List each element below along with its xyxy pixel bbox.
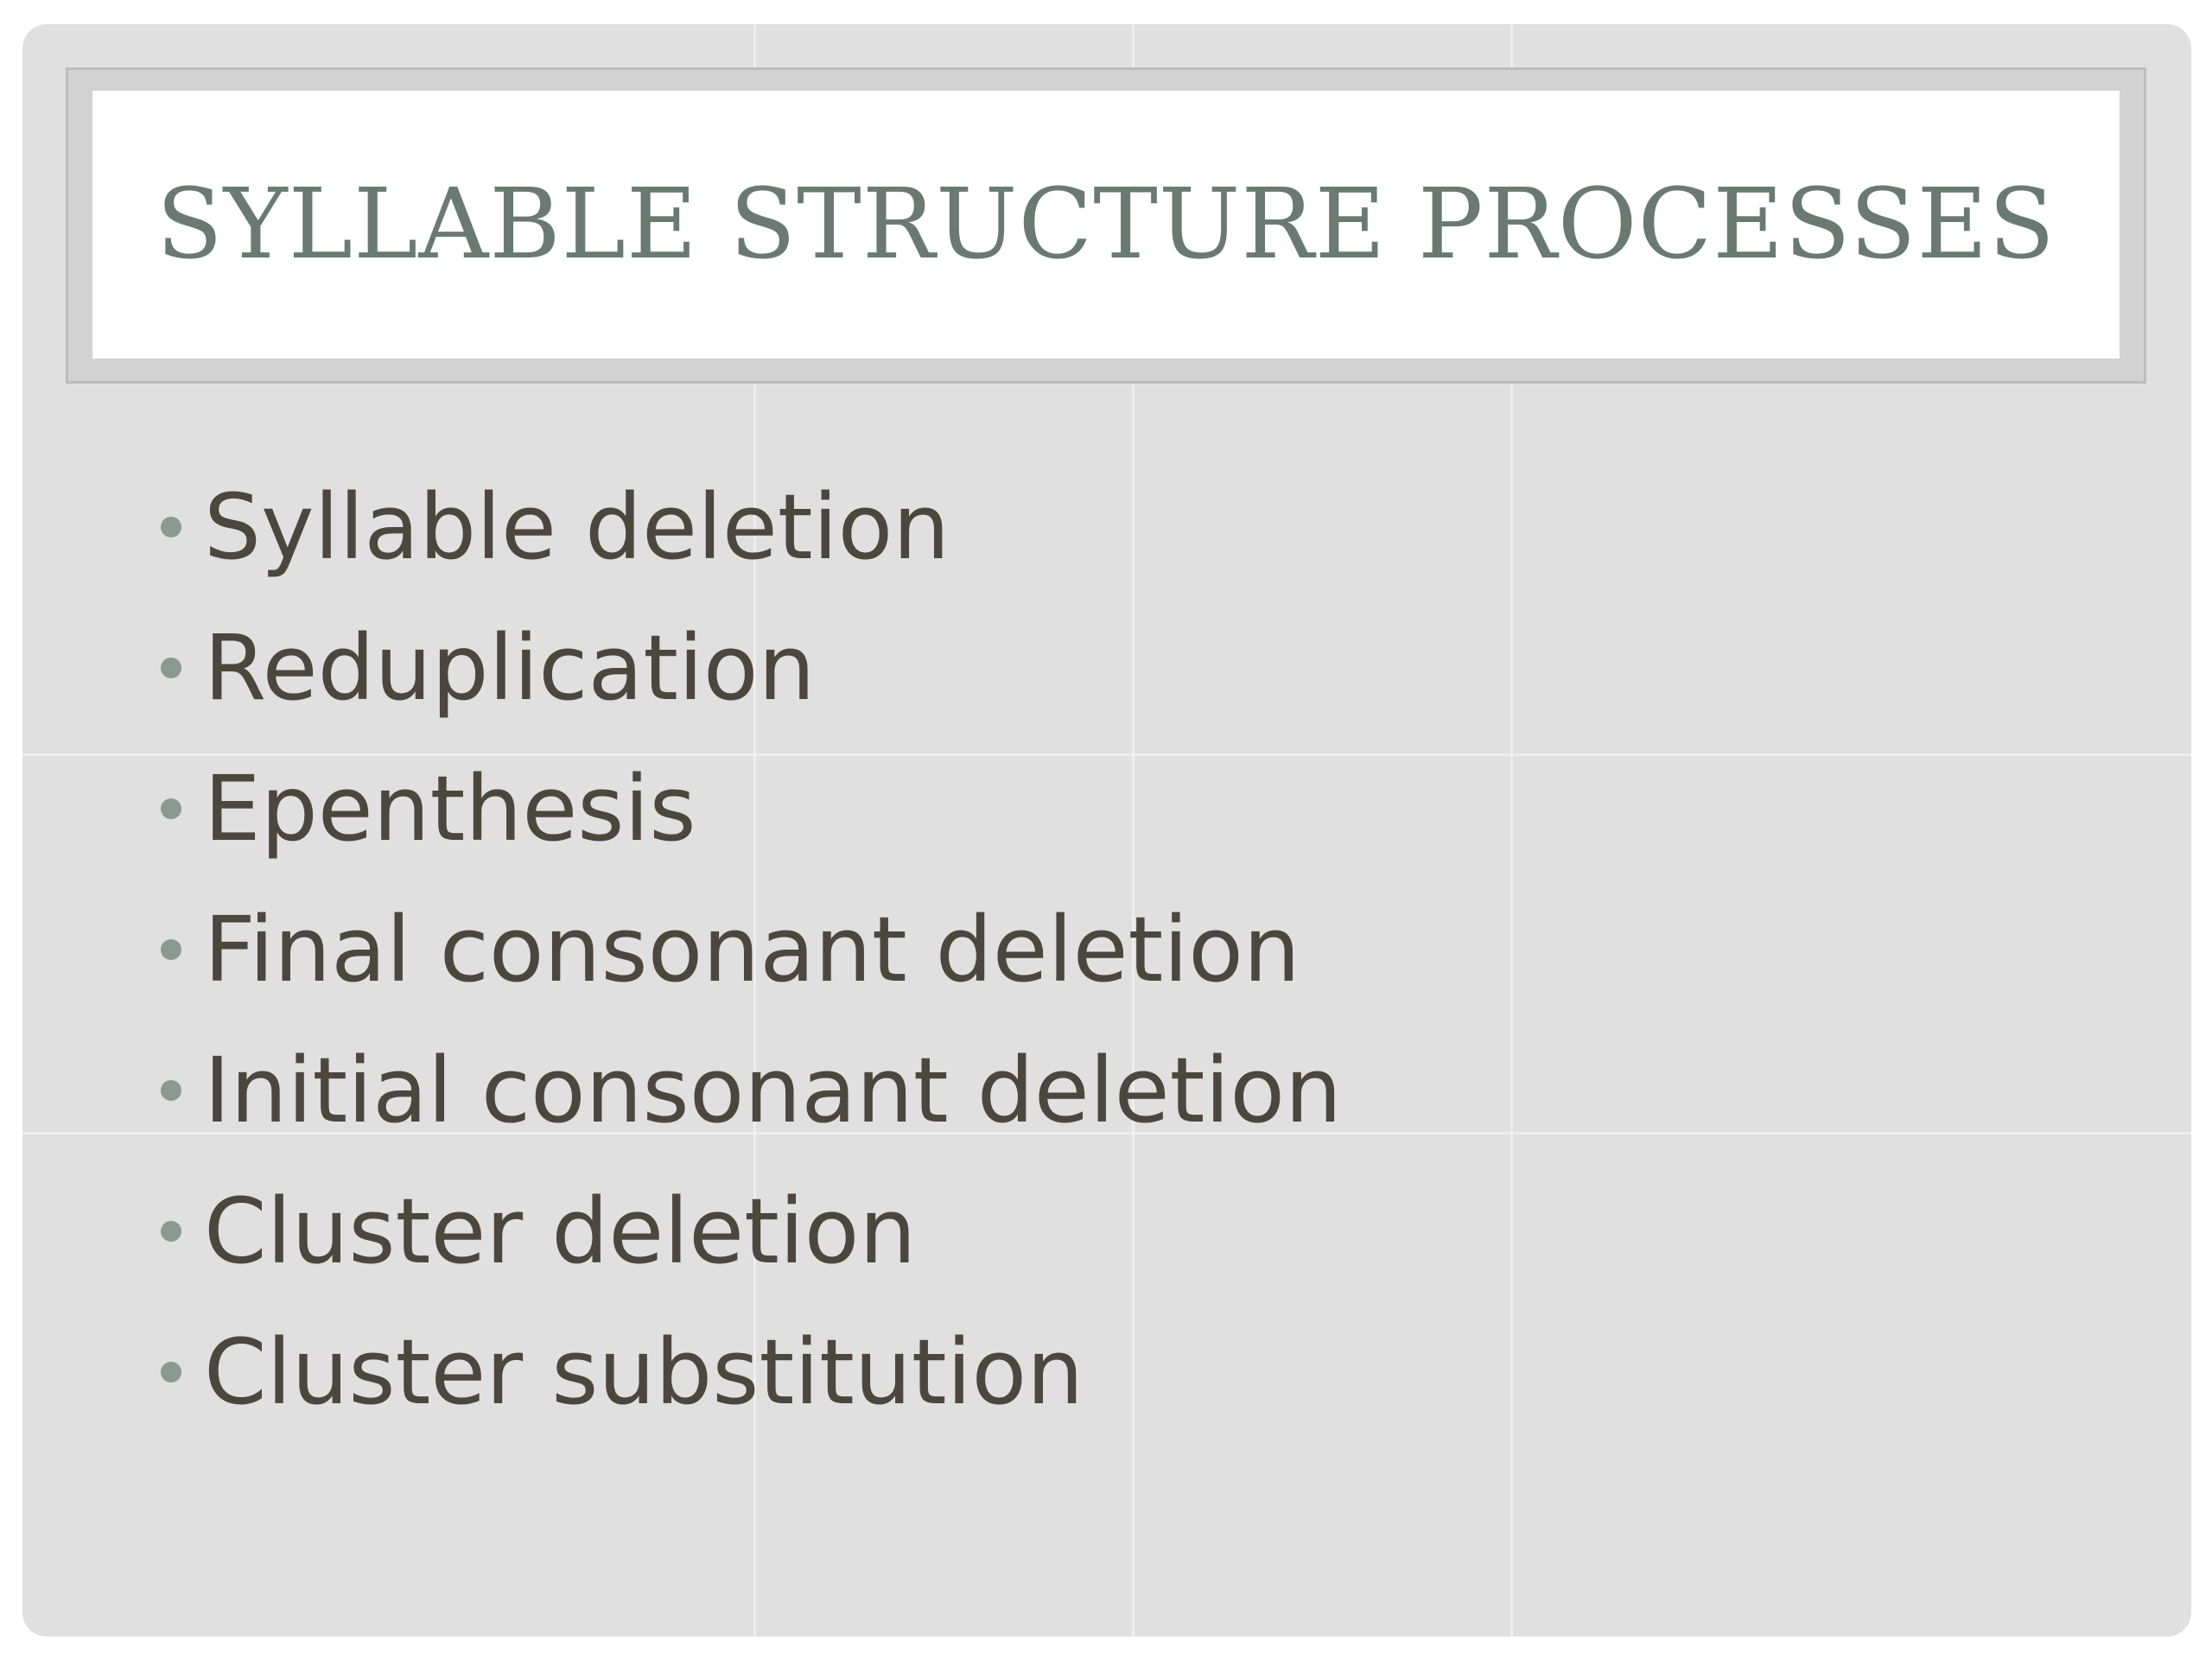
list-item: Cluster substitution [161,1301,1342,1442]
bullet-text: Reduplication [204,614,816,721]
bullet-icon [161,1079,181,1101]
bullet-text: Initial consonant deletion [204,1037,1342,1143]
grid-line [1510,24,1513,1637]
bullet-icon [161,657,181,678]
list-item: Cluster deletion [161,1160,1342,1301]
list-item: Reduplication [161,597,1342,738]
bullet-text: Cluster deletion [204,1178,917,1284]
slide: Syllable Structure Processes Syllable de… [22,24,2191,1637]
bullet-text: Epenthesis [204,755,696,861]
list-item: Final consonant deletion [161,879,1342,1020]
title-box: Syllable Structure Processes [92,91,2120,359]
list-item: Epenthesis [161,738,1342,879]
title-frame: Syllable Structure Processes [66,67,2146,384]
bullet-text: Cluster substitution [204,1319,1084,1425]
grid-line [753,24,756,1637]
grid-line [22,1132,2191,1135]
bullet-icon [161,1361,181,1382]
bullet-icon [161,516,181,537]
bullet-icon [161,1220,181,1242]
grid-line [1132,24,1135,1637]
bullet-text: Syllable deletion [204,474,950,580]
list-item: Initial consonant deletion [161,1020,1342,1160]
bullet-icon [161,938,181,960]
slide-title: Syllable Structure Processes [156,168,2056,281]
bullet-icon [161,798,181,819]
list-item: Syllable deletion [161,456,1342,597]
bullet-text: Final consonant deletion [204,896,1300,1002]
grid-line [22,753,2191,756]
bullet-list: Syllable deletion Reduplication Epenthes… [161,456,1342,1442]
